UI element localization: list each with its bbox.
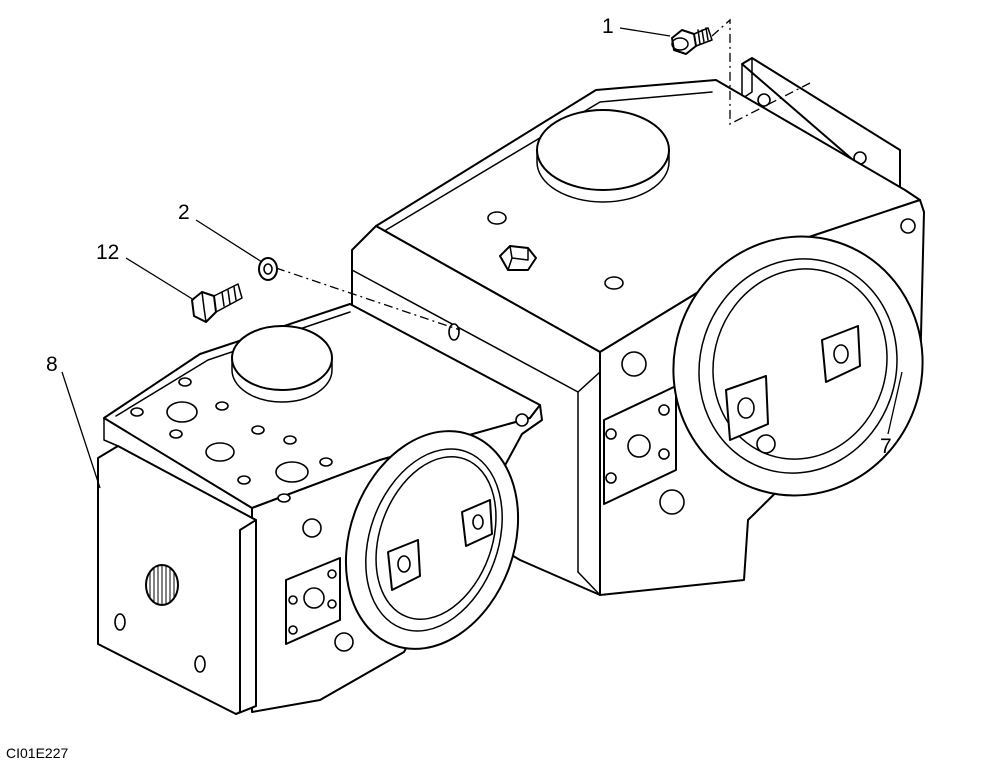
assembly-centerline-2 [275, 267, 461, 331]
cover-lug-lower [725, 375, 769, 441]
leader-8 [61, 371, 101, 489]
drawing-code: CI01E227 [6, 745, 69, 761]
hex-nut-top [499, 245, 537, 271]
bolt-1 [671, 27, 713, 55]
small-cover-flange [344, 430, 520, 650]
callout-8: 8 [46, 353, 58, 376]
leader-7 [887, 371, 903, 435]
callout-2: 2 [178, 201, 190, 224]
large-pump-body [351, 57, 925, 596]
end-block-side [235, 519, 257, 715]
small-pump-body [97, 303, 543, 715]
callout-1: 1 [602, 15, 614, 38]
leader-12 [125, 257, 195, 301]
leader-2 [195, 219, 263, 263]
callout-12: 12 [96, 241, 120, 264]
large-top-cap [536, 109, 670, 191]
splined-shaft [145, 564, 179, 606]
washer-2 [258, 257, 278, 281]
small-lug-lower [387, 539, 421, 591]
assembly-centerline-1 [711, 18, 813, 126]
leader-1 [619, 27, 671, 37]
callout-7: 7 [880, 435, 892, 458]
cover-lug-upper [821, 325, 861, 383]
bolt-12 [191, 283, 243, 323]
small-lug-upper [461, 499, 493, 547]
small-top-cap [231, 325, 333, 391]
